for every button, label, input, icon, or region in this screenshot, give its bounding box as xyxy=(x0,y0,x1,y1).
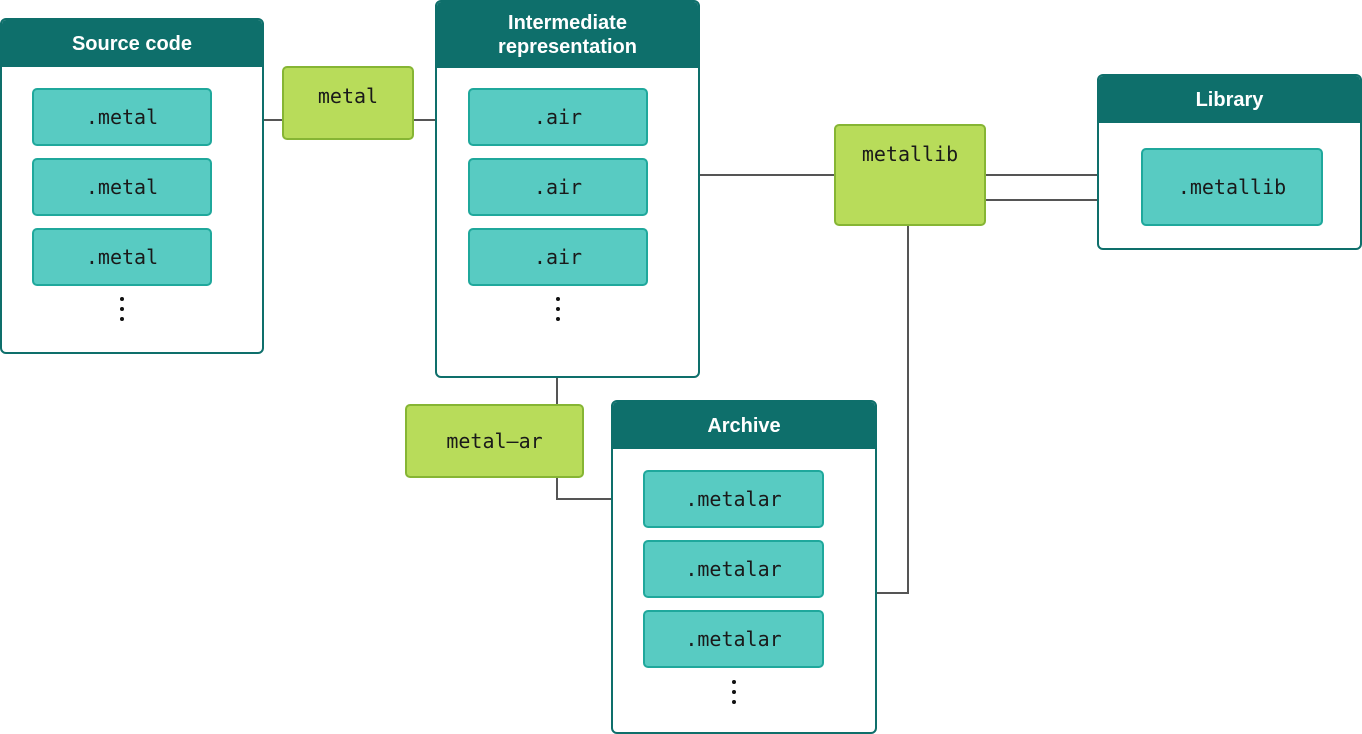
metallib-arrow-archive xyxy=(849,200,1138,594)
metallib-file: .metallib xyxy=(1141,148,1323,226)
intermediate-representation-title: Intermediate representation xyxy=(437,2,698,68)
metal-tool: metal xyxy=(282,66,414,140)
metalar-file: .metalar xyxy=(643,540,824,598)
metal-ar-tool: metal–ar xyxy=(405,404,584,478)
library-title: Library xyxy=(1099,76,1360,123)
metal-file: .metal xyxy=(32,158,212,216)
metalar-file: .metalar xyxy=(643,470,824,528)
archive-title: Archive xyxy=(613,402,875,449)
source-more-ellipsis xyxy=(112,297,132,321)
air-file: .air xyxy=(468,88,648,146)
archive-more-ellipsis xyxy=(724,680,744,704)
air-file: .air xyxy=(468,158,648,216)
metallib-tool: metallib xyxy=(834,124,986,226)
air-file: .air xyxy=(468,228,648,286)
source-code-title: Source code xyxy=(2,20,262,67)
metal-file: .metal xyxy=(32,88,212,146)
metal-file: .metal xyxy=(32,228,212,286)
metalar-file: .metalar xyxy=(643,610,824,668)
ir-more-ellipsis xyxy=(548,297,568,321)
